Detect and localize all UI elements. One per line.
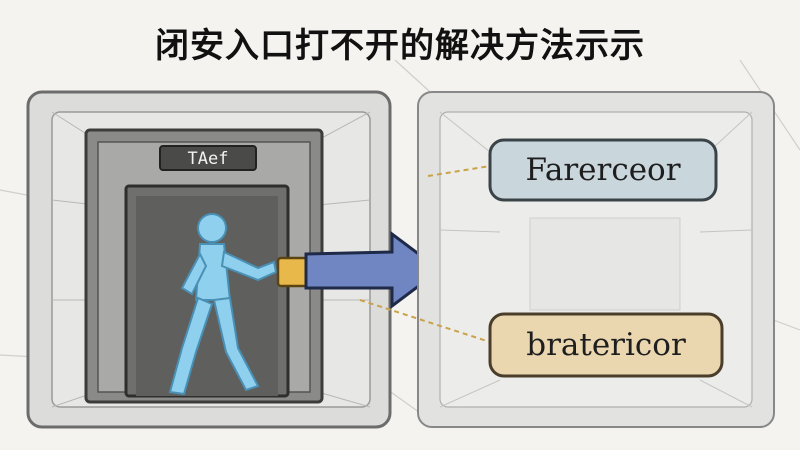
connector-lines — [359, 165, 491, 343]
door-handle — [276, 256, 310, 288]
door-sign-text: TAef — [188, 149, 229, 169]
person-figure — [168, 213, 278, 396]
page-title: 闭安入口打不开的解决方法示示 — [155, 26, 645, 66]
label-box-bottom-text: bratericor — [526, 327, 686, 363]
door-sign: TAef — [159, 145, 257, 171]
label-box-top: Farerceor — [488, 138, 718, 202]
label-box-top-text: Farerceor — [525, 152, 680, 188]
label-box-bottom: bratericor — [488, 312, 724, 378]
flow-arrow — [276, 231, 443, 309]
